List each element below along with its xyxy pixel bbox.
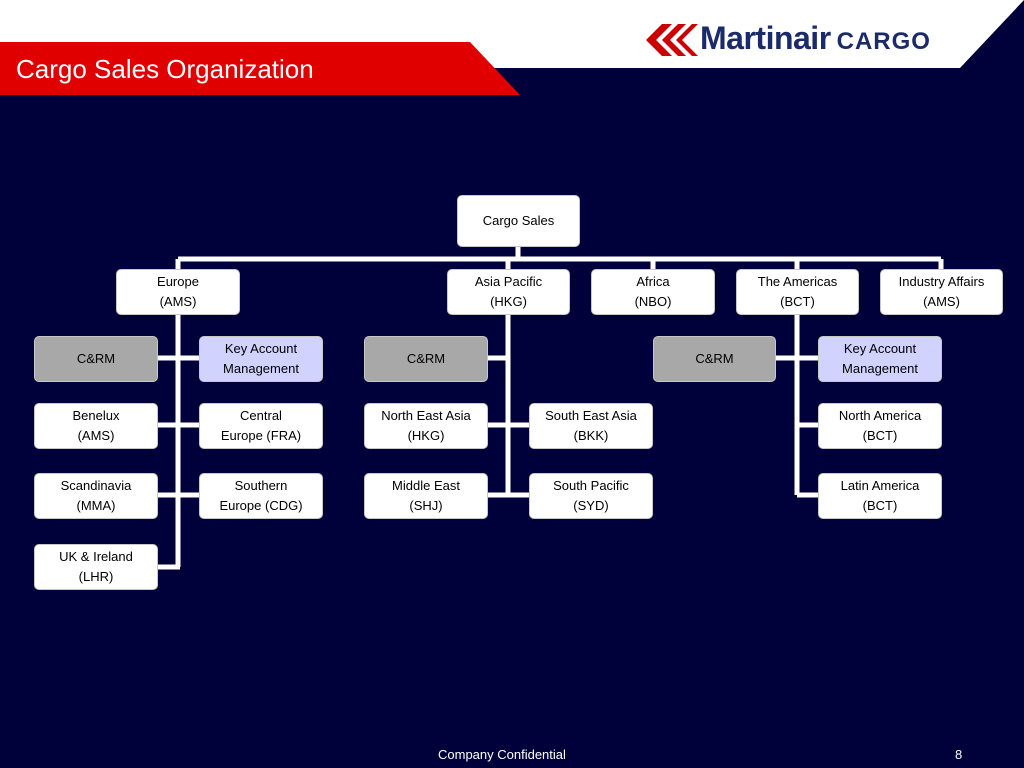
org-node-latin-america: Latin America (BCT)	[818, 473, 942, 519]
org-node-africa: Africa (NBO)	[591, 269, 715, 315]
node-code: (HKG)	[407, 428, 445, 443]
org-node-benelux: Benelux (AMS)	[34, 403, 158, 449]
node-code: Europe (FRA)	[220, 428, 302, 443]
node-label: UK & Ireland	[59, 549, 133, 564]
node-label: C&RM	[406, 351, 446, 366]
org-node-industry-affairs: Industry Affairs (AMS)	[880, 269, 1003, 315]
node-label-2: Management	[842, 361, 918, 376]
node-code: (NBO)	[634, 294, 672, 309]
node-label: C&RM	[695, 351, 734, 366]
node-label: South Pacific	[553, 478, 629, 493]
page-number: 8	[955, 747, 963, 762]
node-label: Cargo Sales	[482, 213, 555, 228]
logo-brand: Martinair	[700, 20, 831, 56]
node-code: (AMS)	[77, 428, 115, 443]
logo-mark-icon	[646, 24, 698, 56]
node-label: The Americas	[757, 274, 838, 289]
node-label: Benelux	[72, 408, 120, 423]
org-node-the-americas: The Americas (BCT)	[736, 269, 859, 315]
node-code: (BCT)	[862, 498, 898, 513]
node-code: (SYD)	[573, 498, 609, 513]
node-label: Key Account	[224, 341, 298, 356]
org-node-central-europe: Central Europe (FRA)	[199, 403, 323, 449]
org-node-south-east-asia: South East Asia (BKK)	[529, 403, 653, 449]
node-label: Africa	[636, 274, 670, 289]
node-label: Latin America	[840, 478, 920, 493]
org-node-scandinavia: Scandinavia (MMA)	[34, 473, 158, 519]
org-node-middle-east: Middle East (SHJ)	[364, 473, 488, 519]
node-label: Central	[240, 408, 282, 423]
org-node-europe-crm: C&RM	[34, 336, 158, 382]
org-node-americas-crm: C&RM	[653, 336, 776, 382]
footer-confidential: Company Confidential	[438, 747, 566, 762]
node-label: South East Asia	[545, 408, 637, 423]
node-code: (MMA)	[76, 498, 116, 513]
node-label-2: Management	[223, 361, 299, 376]
node-code: (SHJ)	[409, 498, 443, 513]
org-node-north-east-asia: North East Asia (HKG)	[364, 403, 488, 449]
org-node-europe: Europe (AMS)	[116, 269, 240, 315]
org-node-south-pacific: South Pacific (SYD)	[529, 473, 653, 519]
org-node-uk-ireland: UK & Ireland (LHR)	[34, 544, 158, 590]
node-label: North America	[838, 408, 922, 423]
node-code: (BKK)	[573, 428, 609, 443]
org-node-north-america: North America (BCT)	[818, 403, 942, 449]
org-node-southern-europe: Southern Europe (CDG)	[199, 473, 323, 519]
node-code: (BCT)	[862, 428, 898, 443]
node-label: North East Asia	[381, 408, 471, 423]
node-label: Asia Pacific	[474, 274, 543, 289]
org-node-asia-pacific-crm: C&RM	[364, 336, 488, 382]
node-code: (AMS)	[159, 294, 197, 309]
org-node-cargo-sales: Cargo Sales	[457, 195, 580, 247]
node-label: Middle East	[392, 478, 460, 493]
node-label: Southern	[234, 478, 288, 493]
node-label: C&RM	[76, 351, 116, 366]
node-label: Key Account	[843, 341, 917, 356]
node-code: (AMS)	[923, 294, 960, 309]
node-code: Europe (CDG)	[219, 498, 303, 513]
header-graphic	[0, 0, 1024, 95]
org-node-asia-pacific: Asia Pacific (HKG)	[447, 269, 570, 315]
node-code: (BCT)	[780, 294, 815, 309]
node-code: (LHR)	[78, 569, 114, 584]
org-node-americas-key-account-management: Key Account Management	[818, 336, 942, 382]
logo-product: CARGO	[836, 28, 931, 55]
slide-title: Cargo Sales Organization	[16, 54, 314, 84]
node-label: Scandinavia	[60, 478, 132, 493]
node-label: Europe	[157, 274, 199, 289]
node-label: Industry Affairs	[898, 274, 985, 289]
title-bar	[0, 42, 520, 95]
org-node-europe-key-account-management: Key Account Management	[199, 336, 323, 382]
node-code: (HKG)	[490, 294, 527, 309]
